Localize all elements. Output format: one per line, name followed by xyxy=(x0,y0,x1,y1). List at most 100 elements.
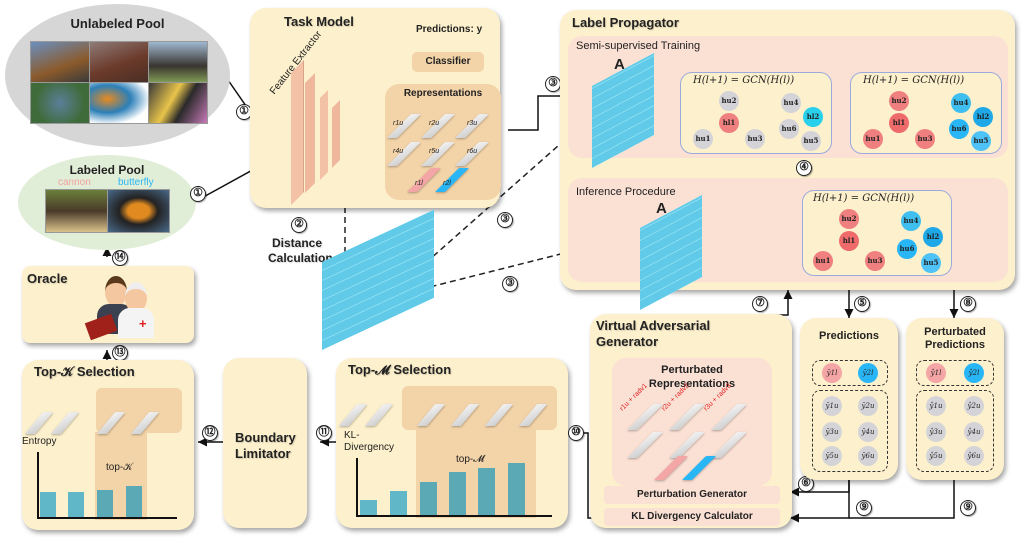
cannon-image xyxy=(89,41,149,83)
inference-procedure-region: Inference Procedure A H(l+1) = GCN(H(l))… xyxy=(568,178,1008,310)
graph-node: hu6 xyxy=(949,119,969,139)
perturbated-representation xyxy=(627,404,663,430)
graph-node: hu3 xyxy=(915,129,935,149)
unlabeled-prediction: ȳ4u xyxy=(858,422,878,442)
entropy-y-axis xyxy=(37,452,39,518)
entropy-bar xyxy=(126,486,142,517)
graph-node: hl2 xyxy=(803,107,823,127)
gcn-formula: H(l+1) = GCN(H(l)) xyxy=(863,75,965,86)
unlabeled-prediction: ȳ5u xyxy=(822,446,842,466)
sample-representation xyxy=(338,404,368,426)
labeled-representation-cannon xyxy=(654,456,688,480)
unlabeled-prediction: ȳ2u xyxy=(858,396,878,416)
perturbated-predictions-title-line2: Predictions xyxy=(925,339,985,351)
boundary-limitator-line2: Limitator xyxy=(235,446,291,461)
oracle-title: Oracle xyxy=(27,271,68,286)
kl-bar xyxy=(360,500,377,515)
butterfly-image xyxy=(148,82,208,124)
step-4-badge: ④ xyxy=(796,160,812,176)
labeled-predictions-group xyxy=(916,360,994,386)
labeled-prediction: ȳ2l xyxy=(858,363,878,383)
perturbated-representation xyxy=(627,432,663,458)
gcn-layer-box: H(l+1) = GCN(H(l)) hu2 hl1 hu1 hu3 hu4 h… xyxy=(850,72,1002,154)
graph-node: hu6 xyxy=(897,239,917,259)
step-7-badge: ⑦ xyxy=(752,296,768,312)
butterfly-image xyxy=(107,189,170,233)
step-9-badge: ⑨ xyxy=(856,500,872,516)
representations-label: Representations xyxy=(403,88,483,99)
unlabeled-pool: Unlabeled Pool xyxy=(5,4,230,147)
graph-node: hu4 xyxy=(781,93,801,113)
perturbated-representation xyxy=(711,404,747,430)
labeled-pool-title: Labeled Pool xyxy=(69,163,145,177)
top-k-selection-panel: Top-𝒦 Selection Entropy top-𝒦 xyxy=(22,360,194,530)
rep-label: r2u xyxy=(429,120,440,127)
unlabeled-prediction: ŷ2u xyxy=(964,396,984,416)
perturbated-label-line1: Perturbated xyxy=(661,364,723,376)
label-propagator-panel: Label Propagator Semi-supervised Trainin… xyxy=(560,10,1015,310)
graph-node: hu1 xyxy=(693,129,713,149)
classifier-box: Classifier xyxy=(412,52,484,72)
boundary-limitator-line1: Boundary xyxy=(235,430,296,445)
unlabeled-prediction: ŷ5u xyxy=(926,446,946,466)
oracle-panel: Oracle + xyxy=(22,266,194,343)
graph-node: hu6 xyxy=(779,119,799,139)
task-model-panel: Task Model Feature Extractor Predictions… xyxy=(250,8,501,208)
kl-y-axis xyxy=(356,458,358,516)
unlabeled-predictions-group xyxy=(812,390,888,472)
rep-label: r3u xyxy=(467,120,478,127)
gcn-formula: H(l+1) = GCN(H(l)) xyxy=(693,75,795,86)
vag-title-line2: Generator xyxy=(596,334,659,349)
perturbated-predictions-title-line1: Perturbated xyxy=(924,326,986,338)
graph-node: hu5 xyxy=(971,131,991,151)
kl-divergency-calculator-box: KL Divergency Calculator xyxy=(604,508,780,526)
task-model-title: Task Model xyxy=(284,14,354,29)
graph-node: hu5 xyxy=(801,131,821,151)
labeled-predictions-group xyxy=(812,360,888,386)
entropy-bar xyxy=(40,492,56,517)
entropy-axis-label: Entropy xyxy=(22,436,57,447)
top-m-label: top-𝓜 xyxy=(456,454,485,465)
butterfly-image xyxy=(30,82,90,124)
unlabeled-prediction: ȳ1u xyxy=(822,396,842,416)
labeled-prediction: ŷ2l xyxy=(964,363,984,383)
sample-representation xyxy=(24,412,54,434)
graph-node: hu1 xyxy=(813,251,833,271)
perturbated-representation xyxy=(669,432,705,458)
graph-node: hl1 xyxy=(719,113,739,133)
perturbated-label-line2: Representations xyxy=(648,378,736,390)
rep-label: r5u xyxy=(429,148,440,155)
adjacency-matrix-label: A xyxy=(614,56,625,73)
virtual-adversarial-generator-panel: Virtual Adversarial Generator Perturbate… xyxy=(590,314,792,528)
cannon-image xyxy=(148,41,208,83)
feature-extractor-layer xyxy=(305,73,315,193)
adjacency-matrix-label: A xyxy=(656,200,667,217)
perturbation-generator-box: Perturbation Generator xyxy=(604,486,780,504)
class-cannon-label: cannon xyxy=(58,177,91,188)
step-8-badge: ⑧ xyxy=(960,296,976,312)
graph-node: hu2 xyxy=(719,91,739,111)
class-butterfly-label: butterfly xyxy=(118,177,154,188)
step-2-badge: ② xyxy=(291,217,307,233)
unlabeled-predictions-group xyxy=(916,390,994,472)
step-12-badge: ⑫ xyxy=(202,425,218,441)
perturbated-representation xyxy=(669,404,705,430)
top-k-label: top-𝒦 xyxy=(106,462,133,473)
graph-node: hu3 xyxy=(745,129,765,149)
graph-node: hu2 xyxy=(889,91,909,111)
classifier-label: Classifier xyxy=(425,56,471,67)
cannon-image xyxy=(30,41,90,83)
entropy-x-axis xyxy=(37,517,177,519)
predictions-panel: Predictions ȳ1l ȳ2l ȳ1u ȳ2u ȳ3u ȳ4u ȳ5u … xyxy=(800,318,898,480)
labeled-pool: Labeled Pool cannon butterfly xyxy=(18,155,196,250)
predictions-label: Predictions: y xyxy=(416,24,483,35)
unlabeled-prediction: ŷ1u xyxy=(926,396,946,416)
step-9-badge: ⑨ xyxy=(960,500,976,516)
step-11-badge: ⑪ xyxy=(316,425,332,441)
labeled-representation-butterfly xyxy=(682,456,716,480)
unlabeled-pool-title: Unlabeled Pool xyxy=(70,16,165,31)
representations-box: Representations r1u r2u r3u r4u r5u r6u … xyxy=(385,84,501,200)
semi-supervised-training-region: Semi-supervised Training A H(l+1) = GCN(… xyxy=(568,36,1008,169)
kl-axis-label-line2: Divergency xyxy=(344,442,395,453)
rep-label: r6u xyxy=(467,148,478,155)
